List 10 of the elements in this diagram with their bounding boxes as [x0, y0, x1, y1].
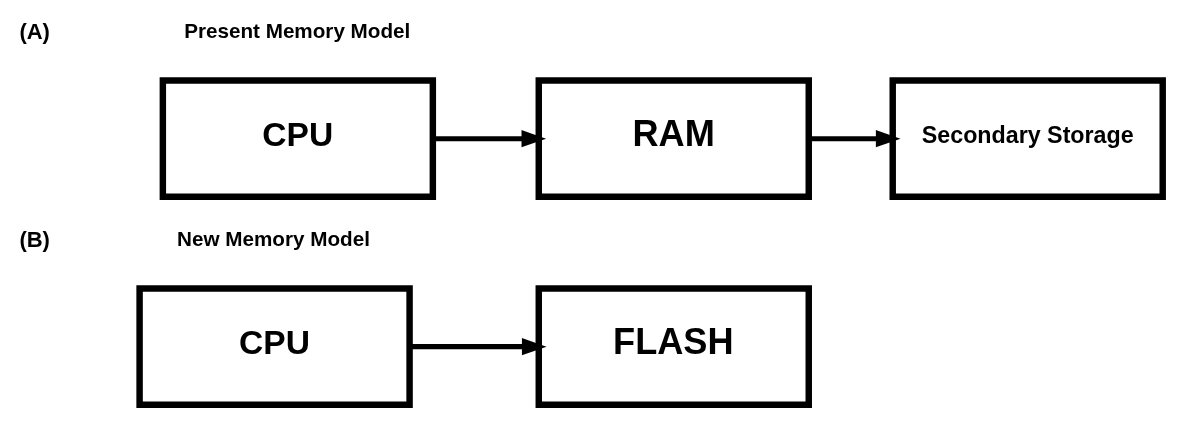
node-box: RAM: [535, 77, 812, 201]
node-box: CPU: [159, 77, 437, 201]
label: (B): [19, 226, 50, 252]
label: New Memory Model: [177, 227, 370, 251]
node-box: FLASH: [535, 285, 812, 409]
node-box: CPU: [136, 285, 413, 409]
label: Present Memory Model: [184, 19, 411, 43]
label: (A): [19, 18, 50, 44]
arrow: [409, 338, 547, 356]
node-box: Secondary Storage: [889, 77, 1166, 201]
